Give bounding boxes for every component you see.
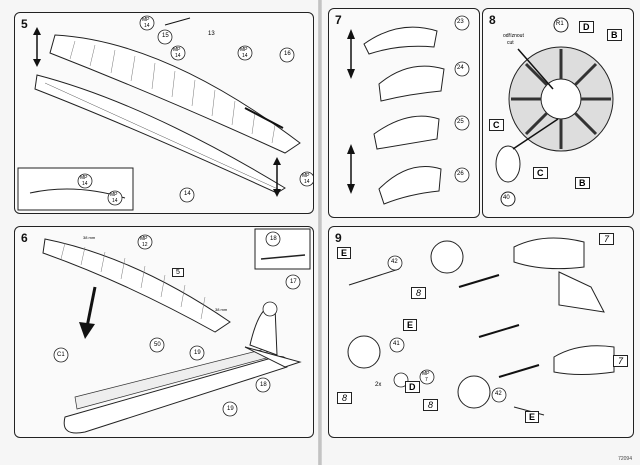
step-7-panel: 7 23 24 25 26	[328, 8, 480, 218]
cowling-drawing	[347, 237, 615, 416]
boxed-part-5: 5	[172, 268, 184, 277]
wing-drawing	[17, 15, 313, 211]
part-42: 42	[495, 391, 502, 397]
step-5-panel: 5 13 15 16 14 MP 14 MP 14 M	[14, 12, 314, 214]
quantity-label: 2x	[375, 382, 382, 388]
footer-code: 72094	[618, 456, 632, 462]
mp-label: MP	[80, 175, 88, 181]
letter-c: C	[489, 119, 504, 131]
mp-label: MP	[142, 17, 150, 23]
part-18: 18	[260, 382, 267, 388]
part-26: 26	[457, 171, 464, 177]
mp-number: 14	[144, 23, 150, 29]
fuselage-drawing	[42, 228, 311, 434]
boxed-part-8: 8	[423, 399, 439, 411]
part-16: 16	[284, 51, 291, 57]
mp-number: 14	[112, 198, 118, 204]
step-number: 8	[489, 13, 496, 27]
mp-label: MP	[110, 192, 118, 198]
part-15: 15	[162, 33, 169, 39]
part-19: 19	[194, 350, 201, 356]
letter-e: E	[403, 319, 418, 331]
part-13: 13	[208, 31, 215, 37]
r1-label: R1	[556, 21, 564, 27]
part-19: 19	[227, 406, 234, 412]
letter-c: C	[533, 167, 548, 179]
part-23: 23	[457, 19, 464, 25]
part-25: 25	[457, 119, 464, 125]
step-number: 7	[335, 13, 342, 27]
part-c1: C1	[57, 352, 65, 358]
letter-e: E	[525, 411, 540, 423]
boxed-part-7: 7	[599, 233, 615, 245]
step-8-panel: 8 R1 D B B C C 40 odříznout cut	[482, 8, 634, 218]
mp-label: MP	[422, 371, 430, 377]
boxed-part-7: 7	[613, 355, 629, 367]
cut-note: odříznout	[503, 33, 524, 39]
page-fold	[318, 0, 322, 465]
part-40: 40	[503, 195, 510, 201]
letter-e: E	[337, 247, 352, 259]
part-41: 41	[393, 341, 400, 347]
mp-number: 12	[142, 242, 148, 248]
part-50: 50	[154, 342, 161, 348]
mp-label: MP	[240, 47, 248, 53]
boxed-part-8: 8	[411, 287, 427, 299]
step-number: 9	[335, 231, 342, 245]
letter-b: B	[575, 177, 590, 189]
canopy-drawing	[347, 15, 470, 205]
step-number: 5	[21, 17, 28, 31]
cut-note-en: cut	[507, 40, 514, 46]
mp-number: 14	[175, 53, 181, 59]
mp-number: 14	[304, 179, 310, 185]
part-42: 42	[391, 259, 398, 265]
part-24: 24	[457, 65, 464, 71]
dimension-label: 38 mm	[215, 307, 228, 312]
mp-label: MP	[140, 236, 148, 242]
inset-part-18: 18	[270, 236, 277, 242]
mp-label: MP	[173, 47, 181, 53]
step-6-panel: 6 38 mm 38 mm 5 17 18 19 19 50 C1 18 MP …	[14, 226, 314, 438]
step-9-panel: 9 42 41 42 7 7 8 8 8 E E D E 2x MP 7	[328, 226, 634, 438]
letter-b: B	[607, 29, 622, 41]
mp-number: 14	[82, 181, 88, 187]
letter-d: D	[579, 21, 594, 33]
part-17: 17	[290, 279, 297, 285]
dimension-label: 38 mm	[83, 235, 96, 240]
engine-drawing	[495, 17, 614, 207]
step-number: 6	[21, 231, 28, 245]
mp-number: 7	[425, 377, 428, 383]
boxed-part-8: 8	[337, 392, 353, 404]
mp-label: MP	[302, 173, 310, 179]
letter-d: D	[405, 381, 420, 393]
part-14: 14	[184, 191, 191, 197]
mp-number: 14	[242, 53, 248, 59]
